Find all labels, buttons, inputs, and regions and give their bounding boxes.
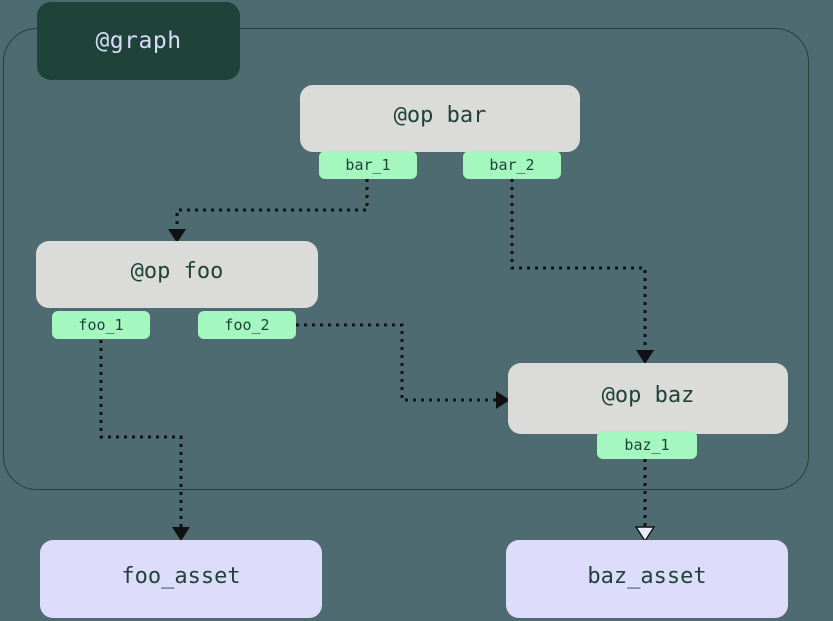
port-baz-1[interactable]: baz_1	[597, 431, 697, 459]
node-op-bar-label: @op bar	[393, 103, 487, 128]
node-baz-asset[interactable]: baz_asset	[506, 540, 788, 618]
port-bar-2-label: bar_2	[489, 156, 535, 174]
node-foo-asset-label: foo_asset	[121, 563, 241, 589]
port-bar-1[interactable]: bar_1	[319, 151, 417, 179]
node-op-foo[interactable]: @op foo	[36, 241, 318, 308]
port-bar-2[interactable]: bar_2	[463, 151, 561, 179]
port-foo-2-label: foo_2	[224, 316, 270, 334]
node-op-baz[interactable]: @op baz	[508, 363, 788, 434]
node-baz-asset-label: baz_asset	[587, 563, 707, 589]
arrowhead-baz1-bazasset	[634, 526, 656, 543]
node-op-foo-label: @op foo	[130, 259, 224, 284]
graph-title-label: @graph	[95, 28, 182, 54]
port-foo-2[interactable]: foo_2	[198, 311, 296, 339]
graph-container	[3, 28, 809, 490]
arrowhead-foo1-fooasset	[172, 527, 190, 541]
port-baz-1-label: baz_1	[624, 436, 670, 454]
port-foo-1[interactable]: foo_1	[52, 311, 150, 339]
port-foo-1-label: foo_1	[78, 316, 124, 334]
node-op-bar[interactable]: @op bar	[300, 85, 580, 152]
node-foo-asset[interactable]: foo_asset	[40, 540, 322, 618]
graph-title-badge: @graph	[37, 2, 240, 80]
node-op-baz-label: @op baz	[601, 383, 695, 408]
port-bar-1-label: bar_1	[345, 156, 391, 174]
